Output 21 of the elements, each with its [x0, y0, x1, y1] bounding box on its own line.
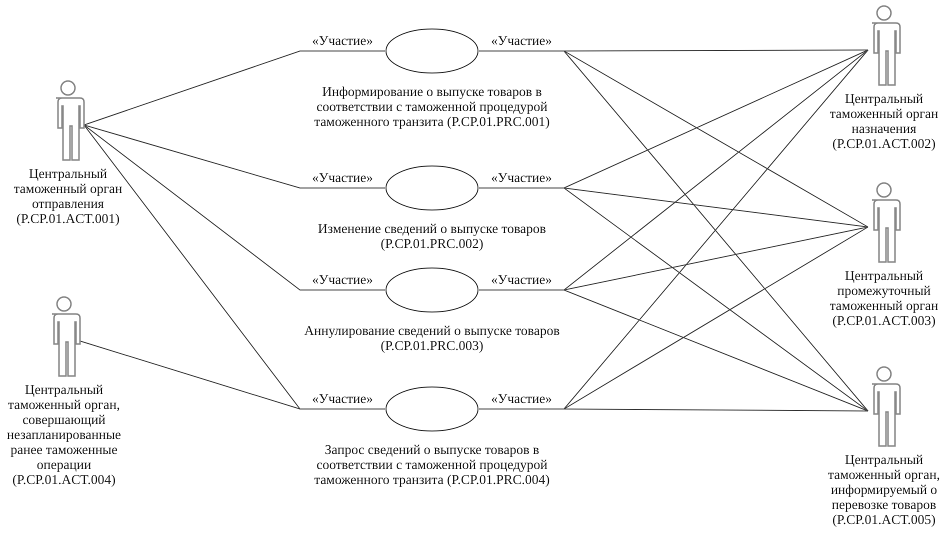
use-case-name: Аннулирование сведений о выпуске товаров (P.CP.01.PRC.003) [303, 323, 561, 353]
actor-name: Центральный таможенный орган назначения (P.CP.01.ACT.002) [828, 91, 940, 151]
actor-name: Центральный таможенный орган, совершающий незапланированные ранее таможенные операции (P.CP.01.ACT.004) [6, 382, 122, 487]
use-case-name: Информирование о выпуске товаров в соответствии с таможенной процедурой таможенного транзита (P.CP.01.PRC.001) [313, 84, 551, 129]
edge-label: «Участие» [490, 170, 553, 185]
edge-label: «Участие» [490, 391, 553, 406]
use-case-name: Запрос сведений о выпуске товаров в соответствии с таможенной процедурой таможенного транзита (P.CP.01.PRC.004) [313, 442, 551, 487]
association-line [84, 124, 386, 188]
edge-label: «Участие» [311, 391, 374, 406]
use-case-name: Изменение сведений о выпуске товаров (P.CP.01.PRC.002) [316, 221, 548, 251]
actor-name: Центральный промежуточный таможенный орган (P.CP.01.ACT.003) [828, 268, 940, 328]
edge-label: «Участие» [490, 272, 553, 287]
edge-label: «Участие» [311, 272, 374, 287]
edge-label: «Участие» [490, 33, 553, 48]
association-line [84, 124, 386, 290]
association-line [84, 50, 386, 126]
actor-name: Центральный таможенный орган отправления (P.CP.01.ACT.001) [12, 166, 124, 226]
association-line [80, 340, 386, 410]
edge-label: «Участие» [311, 170, 374, 185]
actor-name: Центральный таможенный орган, информируемый о перевозке товаров (P.CP.01.ACT.005) [827, 452, 941, 527]
edge-label: «Участие» [311, 33, 374, 48]
